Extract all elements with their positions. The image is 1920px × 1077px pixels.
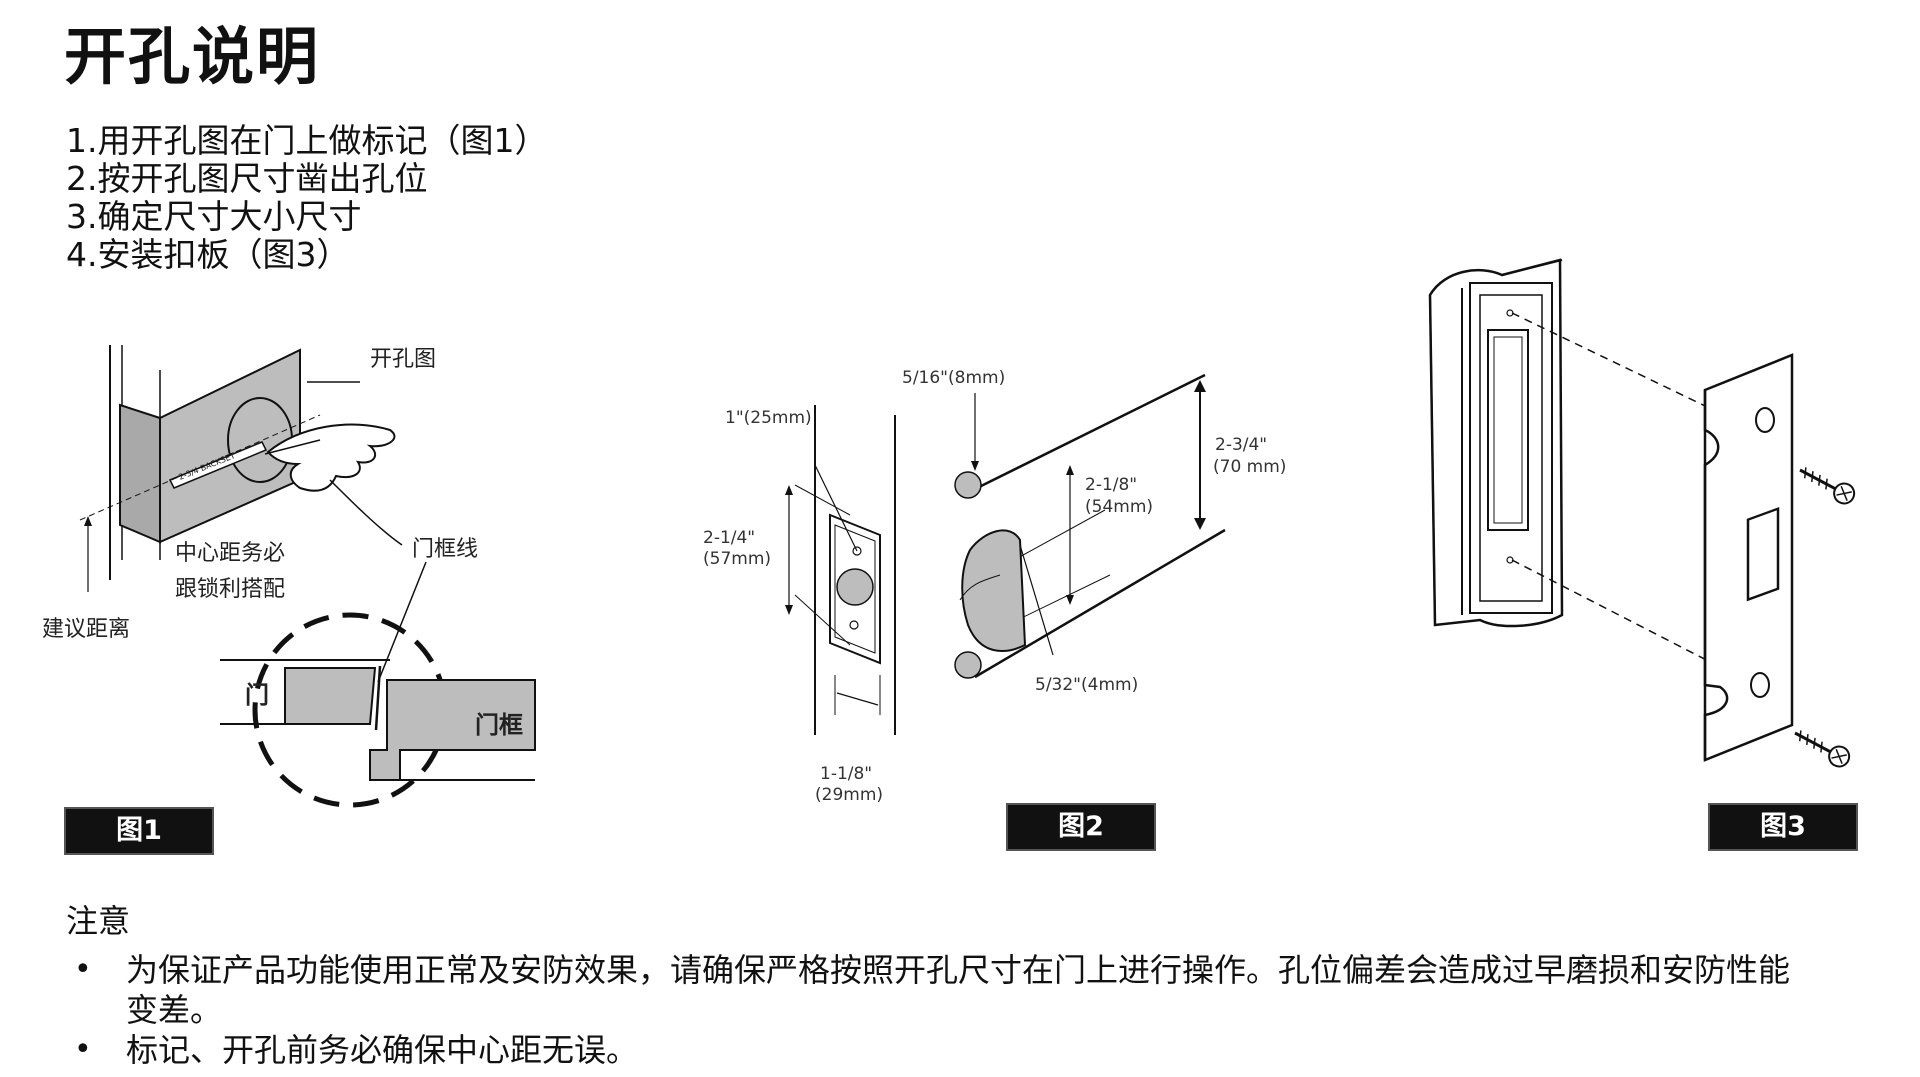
suggest-distance-label: 建议距离 xyxy=(42,617,130,642)
step-item: 2.按开孔图尺寸凿出孔位 xyxy=(66,159,428,198)
notice-item: • 为保证产品功能使用正常及安防效果，请确保严格按照开孔尺寸在门上进行操作。孔位… xyxy=(66,950,1816,1030)
notice-list: • 为保证产品功能使用正常及安防效果，请确保严格按照开孔尺寸在门上进行操作。孔位… xyxy=(66,950,1816,1070)
notice-heading: 注意 xyxy=(66,902,131,940)
frame-label: 门框 xyxy=(475,711,523,739)
figure-3-label: 图3 xyxy=(1708,803,1858,851)
figure-1-drawing: 2-3/4 BACKSET 开孔图 中心距务必 跟锁利搭配 建议距离 门框线 门… xyxy=(42,345,536,808)
dim-54mm: 2-1/8" xyxy=(1085,475,1137,495)
center-distance-label: 中心距务必 xyxy=(175,541,285,566)
dim-4mm: 5/32"(4mm) xyxy=(1035,675,1138,695)
figure-1-label: 图1 xyxy=(64,807,214,855)
template-label: 开孔图 xyxy=(370,347,436,372)
door-label: 门 xyxy=(245,681,269,709)
steps-list: 1.用开孔图在门上做标记（图1） 2.按开孔图尺寸凿出孔位 3.确定尺寸大小尺寸… xyxy=(66,122,547,274)
step-item: 3.确定尺寸大小尺寸 xyxy=(66,197,362,236)
dim-29mm: 1-1/8" xyxy=(820,764,872,784)
step-item: 1.用开孔图在门上做标记（图1） xyxy=(66,121,548,160)
dim-70mm: (70 mm) xyxy=(1213,457,1286,477)
dim-54mm: (54mm) xyxy=(1085,497,1153,517)
dim-57mm: 2-1/4" xyxy=(703,528,755,548)
center-distance-label: 跟锁利搭配 xyxy=(175,577,285,602)
page-title: 开孔说明 xyxy=(64,20,321,93)
figure-2-label: 图2 xyxy=(1006,803,1156,851)
dim-8mm: 5/16"(8mm) xyxy=(902,368,1005,388)
dim-70mm: 2-3/4" xyxy=(1215,435,1267,455)
bullet-icon: • xyxy=(74,952,92,987)
step-item: 4.安装扣板（图3） xyxy=(66,235,350,274)
notice-item: • 标记、开孔前务必确保中心距无误。 xyxy=(66,1030,1816,1070)
dim-25mm: 1"(25mm) xyxy=(725,408,812,428)
notice-text: 为保证产品功能使用正常及安防效果，请确保严格按照开孔尺寸在门上进行操作。孔位偏差… xyxy=(126,951,1791,1029)
dim-57mm: (57mm) xyxy=(703,549,771,569)
frame-line-label: 门框线 xyxy=(412,537,478,562)
bullet-icon: • xyxy=(74,1032,92,1067)
figure-3-drawing xyxy=(1428,258,1856,768)
notice-text: 标记、开孔前务必确保中心距无误。 xyxy=(126,1031,639,1069)
figure-2-drawing: 1"(25mm) 2-1/4" (57mm) 1-1/8" (29mm) 5/1… xyxy=(703,368,1286,805)
dim-29mm: (29mm) xyxy=(815,785,883,805)
